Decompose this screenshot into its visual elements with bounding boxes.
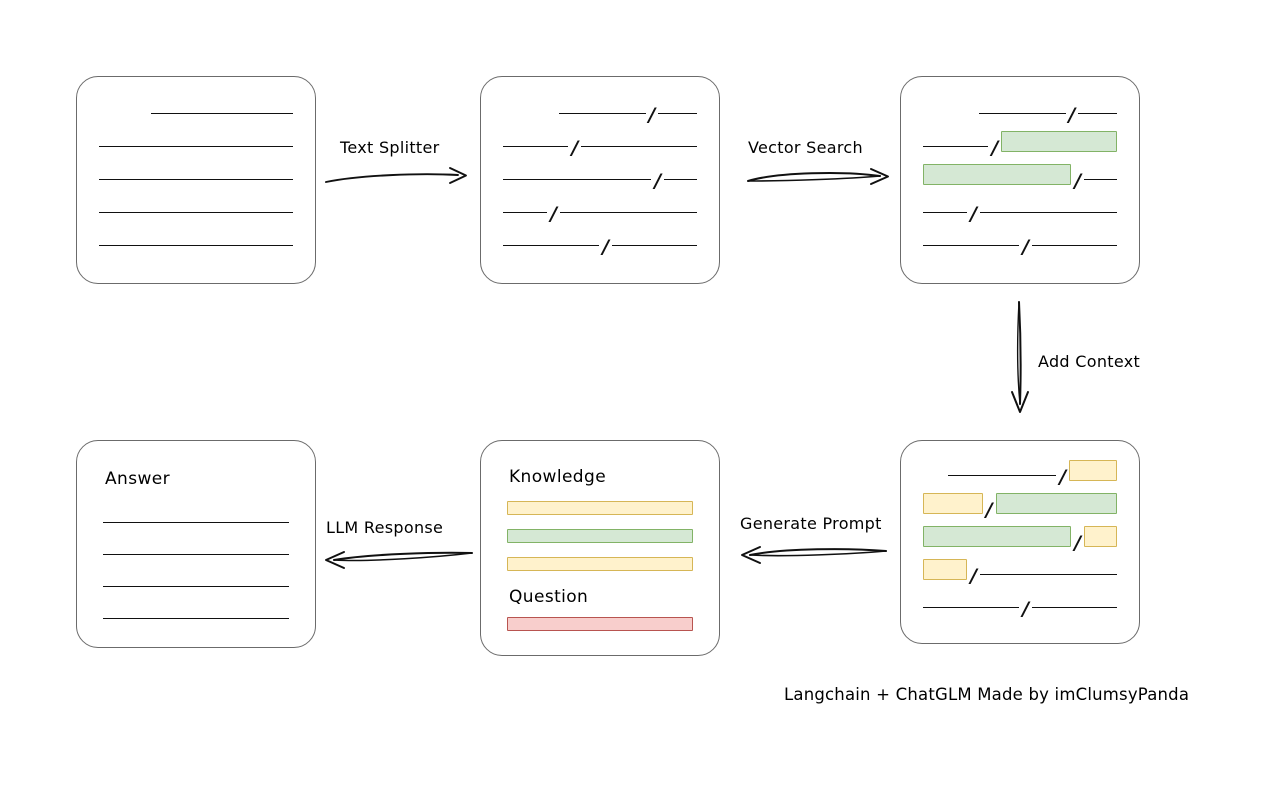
answer-heading: Answer bbox=[105, 469, 171, 489]
highlight-chip-yellow bbox=[923, 559, 968, 580]
vector-matched-body: / / / / / bbox=[901, 77, 1139, 283]
text-line bbox=[558, 113, 646, 114]
arrow-line-left-icon bbox=[741, 546, 887, 564]
text-line bbox=[560, 212, 697, 213]
text-line bbox=[947, 475, 1057, 476]
arrow-line-right-icon bbox=[325, 167, 467, 184]
text-line bbox=[503, 179, 652, 180]
arrow-line-right-icon bbox=[747, 168, 889, 185]
text-line bbox=[99, 146, 293, 147]
source-document-body bbox=[77, 77, 315, 283]
arrow-vector-search: Vector Search bbox=[744, 138, 894, 192]
text-line bbox=[980, 574, 1117, 575]
arrow-line-down-icon bbox=[1011, 301, 1029, 413]
text-line bbox=[99, 245, 293, 246]
arrow-add-context: Add Context bbox=[1008, 300, 1168, 418]
text-line bbox=[1032, 607, 1117, 608]
split-document-body: / / / / / bbox=[481, 77, 719, 283]
arrow-label-text-splitter: Text Splitter bbox=[340, 138, 440, 157]
arrow-generate-prompt: Generate Prompt bbox=[738, 514, 890, 568]
text-line bbox=[923, 245, 1020, 246]
question-heading: Question bbox=[509, 587, 589, 607]
arrow-label-llm-response: LLM Response bbox=[326, 518, 444, 537]
knowledge-bar bbox=[507, 529, 693, 543]
answer-body: Answer bbox=[77, 441, 315, 647]
arrow-label-generate-prompt: Generate Prompt bbox=[740, 514, 882, 533]
highlight-chip-green bbox=[923, 526, 1072, 547]
text-line bbox=[923, 607, 1020, 608]
card-vector-matched-document[interactable]: / / / / / bbox=[900, 76, 1140, 284]
text-line bbox=[103, 586, 289, 587]
highlight-chip-green bbox=[995, 493, 1117, 514]
knowledge-bar bbox=[507, 501, 693, 515]
text-line bbox=[503, 146, 569, 147]
card-answer[interactable]: Answer bbox=[76, 440, 316, 648]
card-generated-prompt[interactable]: Knowledge Question bbox=[480, 440, 720, 656]
text-line bbox=[503, 245, 600, 246]
arrow-label-vector-search: Vector Search bbox=[748, 138, 863, 157]
text-line bbox=[99, 179, 293, 180]
text-line bbox=[103, 554, 289, 555]
text-line bbox=[1078, 113, 1117, 114]
generated-prompt-body: Knowledge Question bbox=[481, 441, 719, 655]
arrow-text-splitter: Text Splitter bbox=[324, 138, 472, 192]
highlight-chip-yellow bbox=[923, 493, 983, 514]
text-line bbox=[923, 212, 968, 213]
text-line bbox=[980, 212, 1117, 213]
text-line bbox=[612, 245, 697, 246]
context-added-body: / / / / / bbox=[901, 441, 1139, 643]
text-line bbox=[1084, 179, 1117, 180]
text-line bbox=[978, 113, 1066, 114]
arrow-line-left-icon bbox=[325, 551, 473, 569]
card-split-document[interactable]: / / / / / bbox=[480, 76, 720, 284]
footer-credit: Langchain + ChatGLM Made by imClumsyPand… bbox=[784, 685, 1190, 704]
arrow-label-add-context: Add Context bbox=[1038, 352, 1141, 371]
question-bar bbox=[507, 617, 693, 631]
text-line bbox=[923, 146, 989, 147]
card-source-document[interactable] bbox=[76, 76, 316, 284]
highlight-chip-yellow bbox=[1069, 460, 1117, 481]
knowledge-bar bbox=[507, 557, 693, 571]
highlight-chip-green bbox=[1001, 131, 1117, 152]
highlight-chip-green bbox=[923, 164, 1072, 185]
text-line bbox=[103, 522, 289, 523]
highlight-chip-yellow bbox=[1084, 526, 1117, 547]
text-line bbox=[151, 113, 293, 114]
text-line bbox=[103, 618, 289, 619]
text-line bbox=[658, 113, 697, 114]
text-line bbox=[503, 212, 548, 213]
knowledge-heading: Knowledge bbox=[509, 467, 607, 487]
text-line bbox=[1032, 245, 1117, 246]
arrow-llm-response: LLM Response bbox=[322, 518, 474, 572]
text-line bbox=[664, 179, 697, 180]
card-context-added-document[interactable]: / / / / / bbox=[900, 440, 1140, 644]
text-line bbox=[581, 146, 697, 147]
text-line bbox=[99, 212, 293, 213]
